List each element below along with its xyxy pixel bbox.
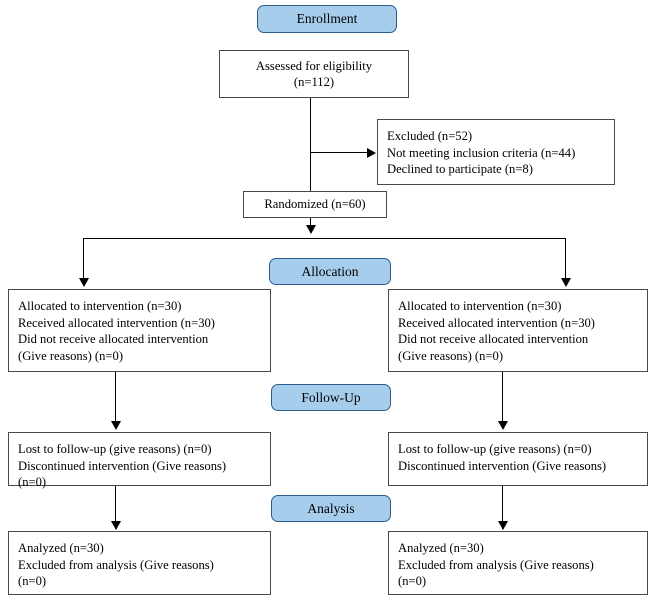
stage-label-enrollment: Enrollment bbox=[257, 5, 397, 33]
node-allocation-right-text: Allocated to intervention (n=30) Receive… bbox=[398, 299, 595, 363]
node-assessed-for-eligibility: Assessed for eligibility (n=112) bbox=[219, 50, 409, 98]
stage-label-allocation: Allocation bbox=[269, 258, 391, 285]
arrowhead-followup-right bbox=[498, 421, 508, 430]
node-analysis-left-text: Analyzed (n=30) Excluded from analysis (… bbox=[18, 541, 214, 588]
node-assessed-for-eligibility-text: Assessed for eligibility (n=112) bbox=[255, 58, 373, 90]
arrowhead-randomized-split bbox=[306, 225, 316, 234]
node-analysis-right-text: Analyzed (n=30) Excluded from analysis (… bbox=[398, 541, 594, 588]
node-analysis-right: Analyzed (n=30) Excluded from analysis (… bbox=[388, 531, 648, 595]
connector-followup-to-analysis-right bbox=[502, 486, 503, 529]
node-followup-left-text: Lost to follow-up (give reasons) (n=0) D… bbox=[18, 442, 227, 489]
node-followup-left: Lost to follow-up (give reasons) (n=0) D… bbox=[8, 432, 271, 489]
stage-label-analysis: Analysis bbox=[271, 495, 391, 522]
node-excluded: Excluded (n=52) Not meeting inclusion cr… bbox=[377, 119, 615, 185]
arrowhead-allocation-right bbox=[561, 278, 571, 287]
node-randomized: Randomized (n=60) bbox=[243, 191, 387, 218]
connector-allocation-to-followup-left bbox=[115, 372, 116, 424]
connector-allocation-split-bar bbox=[83, 238, 566, 239]
node-allocation-left-text: Allocated to intervention (n=30) Receive… bbox=[18, 299, 215, 363]
arrowhead-analysis-left bbox=[111, 521, 121, 530]
connector-allocation-to-followup-right bbox=[502, 372, 503, 424]
connector-split-left-drop bbox=[83, 238, 84, 281]
stage-label-followup: Follow-Up bbox=[271, 384, 391, 411]
arrowhead-to-excluded bbox=[367, 147, 376, 158]
node-analysis-left: Analyzed (n=30) Excluded from analysis (… bbox=[8, 531, 271, 595]
connector-assessed-to-randomized bbox=[310, 98, 311, 191]
node-excluded-text: Excluded (n=52) Not meeting inclusion cr… bbox=[387, 129, 576, 176]
arrowhead-followup-left bbox=[111, 421, 121, 430]
arrowhead-allocation-left bbox=[79, 278, 89, 287]
node-allocation-left: Allocated to intervention (n=30) Receive… bbox=[8, 289, 271, 372]
connector-followup-to-analysis-left bbox=[115, 486, 116, 529]
connector-to-excluded-line bbox=[310, 152, 368, 153]
connector-split-right-drop bbox=[565, 238, 566, 281]
node-allocation-right: Allocated to intervention (n=30) Receive… bbox=[388, 289, 648, 372]
arrowhead-analysis-right bbox=[498, 521, 508, 530]
node-followup-right-text: Lost to follow-up (give reasons) (n=0) D… bbox=[398, 442, 607, 473]
node-randomized-text: Randomized (n=60) bbox=[264, 197, 366, 212]
node-followup-right: Lost to follow-up (give reasons) (n=0) D… bbox=[388, 432, 648, 486]
